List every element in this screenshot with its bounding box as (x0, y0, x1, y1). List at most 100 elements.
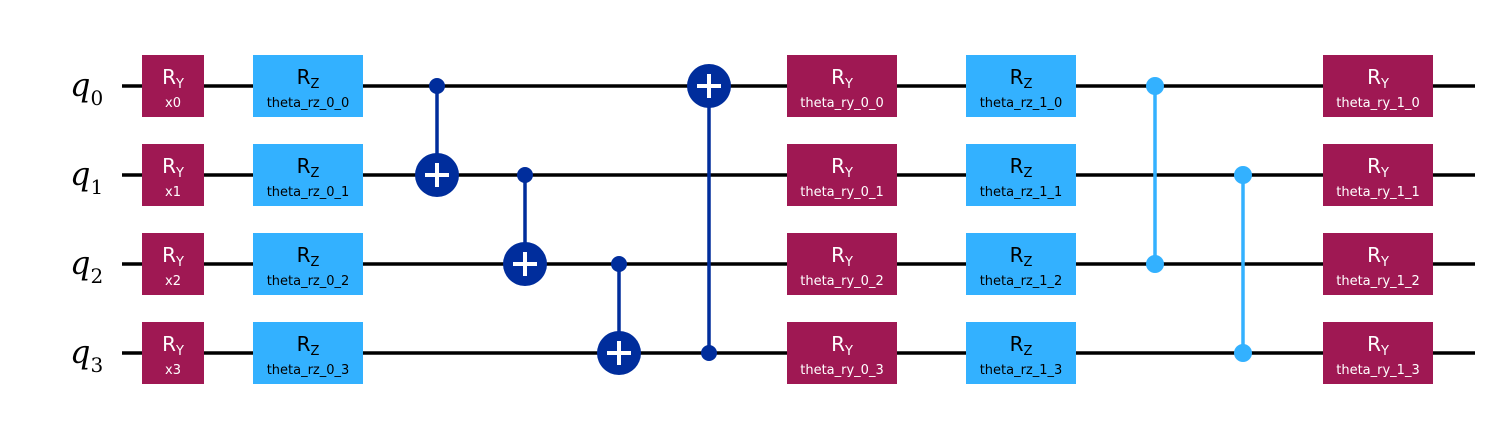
gate-name-subscript: Z (1024, 77, 1033, 92)
gate-parameter: theta_rz_1_0 (980, 96, 1063, 111)
gate-name: RZ (297, 154, 320, 181)
gate-name-letter: R (831, 332, 845, 356)
gate-box (1323, 55, 1433, 117)
gate-box (253, 55, 363, 117)
gate-name-letter: R (831, 243, 845, 267)
cz-control-dot (1234, 166, 1252, 184)
qubit-index: 1 (90, 175, 103, 199)
qubit-wires (122, 84, 1475, 355)
gate-name: RY (162, 243, 184, 270)
gate-name-letter: R (162, 243, 176, 267)
qubit-letter: q (70, 66, 90, 104)
gate-name: RY (1367, 154, 1389, 181)
gates: RYx0RYx1RYx2RYx3RZtheta_rz_0_0RZtheta_rz… (142, 55, 1433, 384)
gate-name-letter: R (297, 65, 311, 89)
qubit-index: 3 (90, 353, 103, 377)
gate-name-letter: R (1010, 332, 1024, 356)
qubit-label-2: q2 (70, 244, 103, 288)
cx-gate-c1-t2 (503, 167, 547, 286)
gate-box (787, 55, 897, 117)
gate-name-letter: R (297, 243, 311, 267)
gate-name-letter: R (1010, 65, 1024, 89)
gate-name-letter: R (1367, 243, 1381, 267)
gate-name: RY (1367, 65, 1389, 92)
ry-gate-q0-col0: RY x0 (142, 55, 204, 117)
cx-control-dot (429, 78, 445, 94)
gate-parameter: theta_rz_1_1 (980, 185, 1063, 200)
cx-gate-c3-t0 (687, 64, 731, 361)
gate-parameter: theta_rz_0_1 (267, 185, 350, 200)
gate-parameter: theta_rz_0_3 (267, 363, 350, 378)
gate-name-subscript: Y (1380, 166, 1389, 181)
cz-control-dot (1146, 255, 1164, 273)
cx-control-dot (701, 345, 717, 361)
gate-name-letter: R (162, 154, 176, 178)
cx-gate-c2-t3 (597, 256, 641, 375)
gate-name-letter: R (1010, 243, 1024, 267)
gate-parameter: theta_ry_1_2 (1336, 274, 1419, 289)
gate-parameter: x0 (165, 96, 181, 111)
gate-box (142, 233, 204, 295)
gate-name-subscript: Z (311, 255, 320, 270)
gate-name: RY (162, 154, 184, 181)
gate-name-subscript: Y (175, 344, 184, 359)
gate-parameter: theta_ry_1_1 (1336, 185, 1419, 200)
gate-parameter: theta_ry_1_3 (1336, 363, 1419, 378)
gate-box (966, 55, 1076, 117)
qubit-label-1: q1 (70, 155, 103, 199)
gate-parameter: theta_ry_0_2 (800, 274, 883, 289)
gate-name-subscript: Y (1380, 255, 1389, 270)
gate-name: RZ (297, 243, 320, 270)
cz-gate-q0-q2 (1146, 77, 1164, 273)
gate-name: RZ (1010, 332, 1033, 359)
gate-name-letter: R (831, 65, 845, 89)
gate-box (142, 144, 204, 206)
qubit-letter: q (70, 155, 90, 193)
gate-box (1323, 322, 1433, 384)
gate-name-letter: R (297, 332, 311, 356)
gate-parameter: x1 (165, 185, 181, 200)
gate-name-letter: R (1367, 154, 1381, 178)
gate-name: RZ (1010, 65, 1033, 92)
qubit-index: 2 (90, 264, 103, 288)
gate-parameter: theta_rz_1_3 (980, 363, 1063, 378)
gate-name-letter: R (162, 332, 176, 356)
gate-name-letter: R (1367, 65, 1381, 89)
ry-gate-q0-col10: RY theta_ry_1_0 (1323, 55, 1433, 117)
rz-gate-q1-col7: RZ theta_rz_1_1 (966, 144, 1076, 206)
cz-gate-q1-q3 (1234, 166, 1252, 362)
gate-parameter: x3 (165, 363, 181, 378)
gate-box (787, 233, 897, 295)
gate-name: RY (831, 65, 853, 92)
gate-name: RY (162, 65, 184, 92)
gate-name-letter: R (1010, 154, 1024, 178)
cx-control-dot (611, 256, 627, 272)
gate-parameter: theta_rz_1_2 (980, 274, 1063, 289)
gate-parameter: theta_ry_1_0 (1336, 96, 1419, 111)
gate-box (966, 144, 1076, 206)
gate-name: RZ (1010, 154, 1033, 181)
gate-name-subscript: Y (844, 344, 853, 359)
gate-parameter: theta_ry_0_0 (800, 96, 883, 111)
gate-box (142, 322, 204, 384)
gate-name-subscript: Y (1380, 344, 1389, 359)
gate-name-subscript: Z (311, 166, 320, 181)
gate-name-subscript: Y (844, 166, 853, 181)
gate-name-subscript: Z (1024, 344, 1033, 359)
gate-name-subscript: Z (1024, 255, 1033, 270)
gate-name-subscript: Y (844, 77, 853, 92)
qubit-label-3: q3 (70, 333, 103, 377)
ry-gate-q1-col0: RY x1 (142, 144, 204, 206)
gate-box (1323, 144, 1433, 206)
